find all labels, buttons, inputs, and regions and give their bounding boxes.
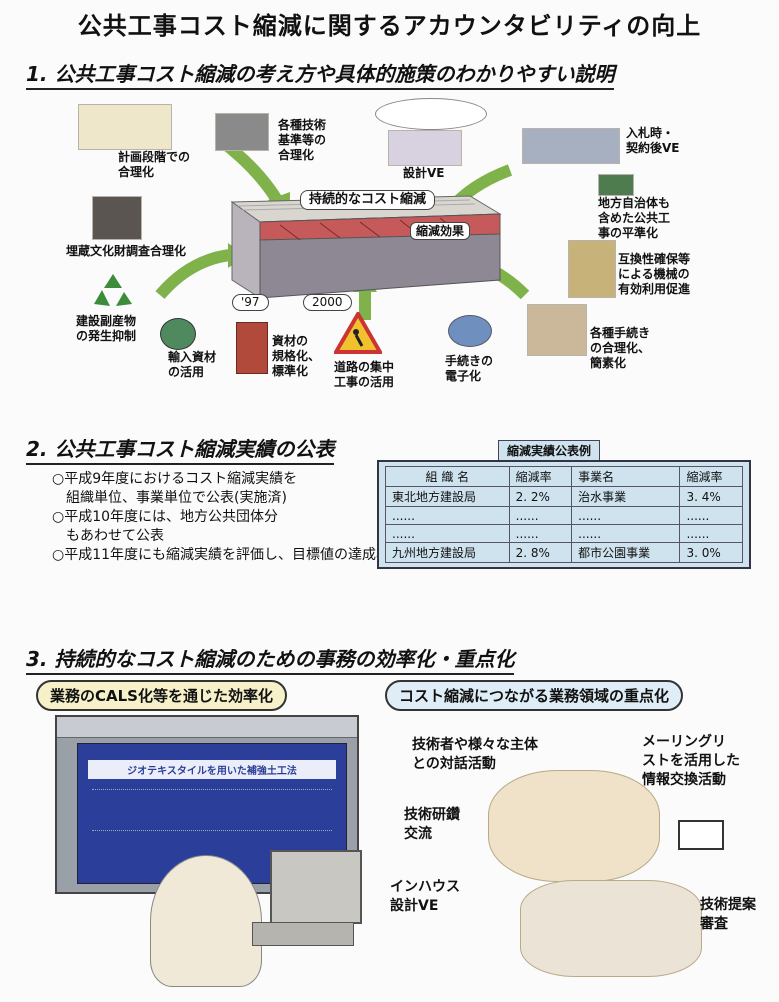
table-cell: ...... [508, 524, 573, 543]
table-row: 東北地方建設局 2. 2% 治水事業 3. 4% [385, 486, 743, 507]
excavation-worker-icon [92, 196, 142, 240]
city-map-icon [78, 104, 172, 150]
table-cell: 九州地方建設局 [385, 542, 510, 563]
table-cell: ...... [679, 524, 743, 543]
electronic-label: 手続きの 電子化 [445, 354, 494, 383]
inhouse-ve-label: インハウス 設計VE [390, 879, 460, 914]
meeting-table-illustration [520, 880, 702, 977]
table-row: ...... ...... ...... ...... [385, 506, 743, 525]
section3-heading: 3. 持続的なコスト縮減のための事務の効率化・重点化 [26, 643, 515, 675]
procedures-label: 各種手続き の合理化、 簡素化 [590, 326, 651, 370]
table-cell: 東北地方建設局 [385, 486, 510, 507]
proposal-review-label: 技術提案 審査 [700, 897, 756, 932]
bullet-2: ○平成10年度には、地方公共団体分 [52, 509, 279, 525]
page-title: 公共工事コスト縮減に関するアカウンタビリティの向上 [77, 12, 702, 40]
desk-documents-icon [527, 304, 587, 356]
screen-title: ジオテキスタイルを用いた補強土工法 [88, 760, 336, 779]
focus-area-pill: コスト縮減につながる業務領域の重点化 [385, 680, 684, 711]
section1-heading: 1. 公共工事コスト縮減の考え方や具体的施策のわかりやすい説明 [26, 58, 615, 90]
arrow-from-byproducts [155, 249, 231, 299]
envelope-icon [678, 820, 724, 850]
meeting-people-icon [388, 130, 462, 166]
section2-heading: 2. 公共工事コスト縮減実績の公表 [26, 433, 335, 465]
table-cell: 都市公園事業 [571, 542, 681, 563]
training-label: 技術研鑽 交流 [404, 807, 460, 842]
table-cell: 3. 4% [679, 486, 743, 507]
cals-efficiency-pill: 業務のCALS化等を通じた効率化 [36, 680, 287, 711]
dialogue-label: 技術者や様々な主体 との対話活動 [412, 737, 538, 772]
bullet-2-cont: もあわせて公表 [52, 528, 164, 544]
cultural-label: 埋蔵文化財調査合理化 [66, 244, 187, 258]
road-work-label: 道路の集中 工事の活用 [334, 360, 395, 389]
table-header: 縮減率 [508, 466, 573, 487]
sustained-reduction-label: 持続的なコスト縮減 [300, 190, 436, 210]
machinery-label: 互換性確保等 による機械の 有効利用促進 [618, 252, 691, 296]
table-row: ...... ...... ...... ...... [385, 524, 743, 543]
globe-network-icon [448, 315, 492, 347]
bullet-1-cont: 組織単位、事業単位で公表(実施済) [52, 490, 287, 506]
table-cell: ...... [385, 506, 510, 525]
recycle-icon [94, 274, 132, 306]
table-header: 事業名 [571, 466, 681, 487]
computer-monitor-icon [270, 850, 362, 924]
table-caption: 縮減実績公表例 [498, 440, 601, 461]
table-cell: ...... [679, 506, 743, 525]
table-header-row: 組 織 名 縮減率 事業名 縮減率 [385, 466, 743, 487]
table-header: 縮減率 [679, 466, 743, 487]
browser-toolbar [57, 717, 357, 738]
table-cell: ...... [508, 506, 573, 525]
imports-label: 輸入資材 の活用 [168, 350, 217, 379]
design-ve-label: 設計VE [403, 166, 445, 180]
year-2000-label: 2000 [303, 294, 352, 311]
materials-label: 資材の 規格化、 標準化 [272, 334, 321, 378]
table-cell: 3. 0% [679, 542, 743, 563]
leaf-icon [598, 174, 634, 196]
thought-bubble-icon [375, 98, 487, 130]
books-icon [215, 113, 269, 151]
results-table: 組 織 名 縮減率 事業名 縮減率 東北地方建設局 2. 2% 治水事業 3. … [385, 466, 743, 563]
table-cell: ...... [571, 524, 681, 543]
bridge-icon [522, 128, 620, 164]
standards-label: 各種技術 基準等の 合理化 [278, 118, 327, 162]
table-cell: ...... [571, 506, 681, 525]
planning-label: 計画段階での 合理化 [118, 150, 191, 179]
local-gov-label: 地方自治体も 含めた公共工 事の平準化 [598, 196, 671, 240]
year-97-label: '97 [232, 294, 269, 311]
table-cell: 2. 8% [508, 542, 573, 563]
businessman-illustration [150, 855, 262, 987]
reduction-effect-label: 縮減効果 [410, 222, 471, 240]
mailing-list-label: メーリングリ ストを活用した 情報交換活動 [642, 734, 740, 788]
bullet-1: ○平成9年度におけるコスト縮減実績を [52, 471, 298, 487]
keyboard-icon [252, 922, 354, 946]
screen-text-lines [92, 789, 332, 831]
brick-wall-icon [236, 322, 268, 374]
cost-reduction-block-illustration [155, 135, 530, 320]
table-header: 組 織 名 [385, 466, 510, 487]
results-table-panel: 組 織 名 縮減率 事業名 縮減率 東北地方建設局 2. 2% 治水事業 3. … [377, 460, 751, 569]
byproducts-label: 建設副産物 の発生抑制 [76, 314, 137, 343]
bidding-ve-label: 入札時・ 契約後VE [626, 126, 680, 155]
road-work-sign-icon [334, 312, 382, 354]
table-cell: 2. 2% [508, 486, 573, 507]
crane-icon [568, 240, 616, 298]
globe-icon [160, 318, 196, 350]
table-row: 九州地方建設局 2. 8% 都市公園事業 3. 0% [385, 542, 743, 563]
engineers-discussion-illustration [488, 770, 660, 882]
table-cell: ...... [385, 524, 510, 543]
table-cell: 治水事業 [571, 486, 681, 507]
